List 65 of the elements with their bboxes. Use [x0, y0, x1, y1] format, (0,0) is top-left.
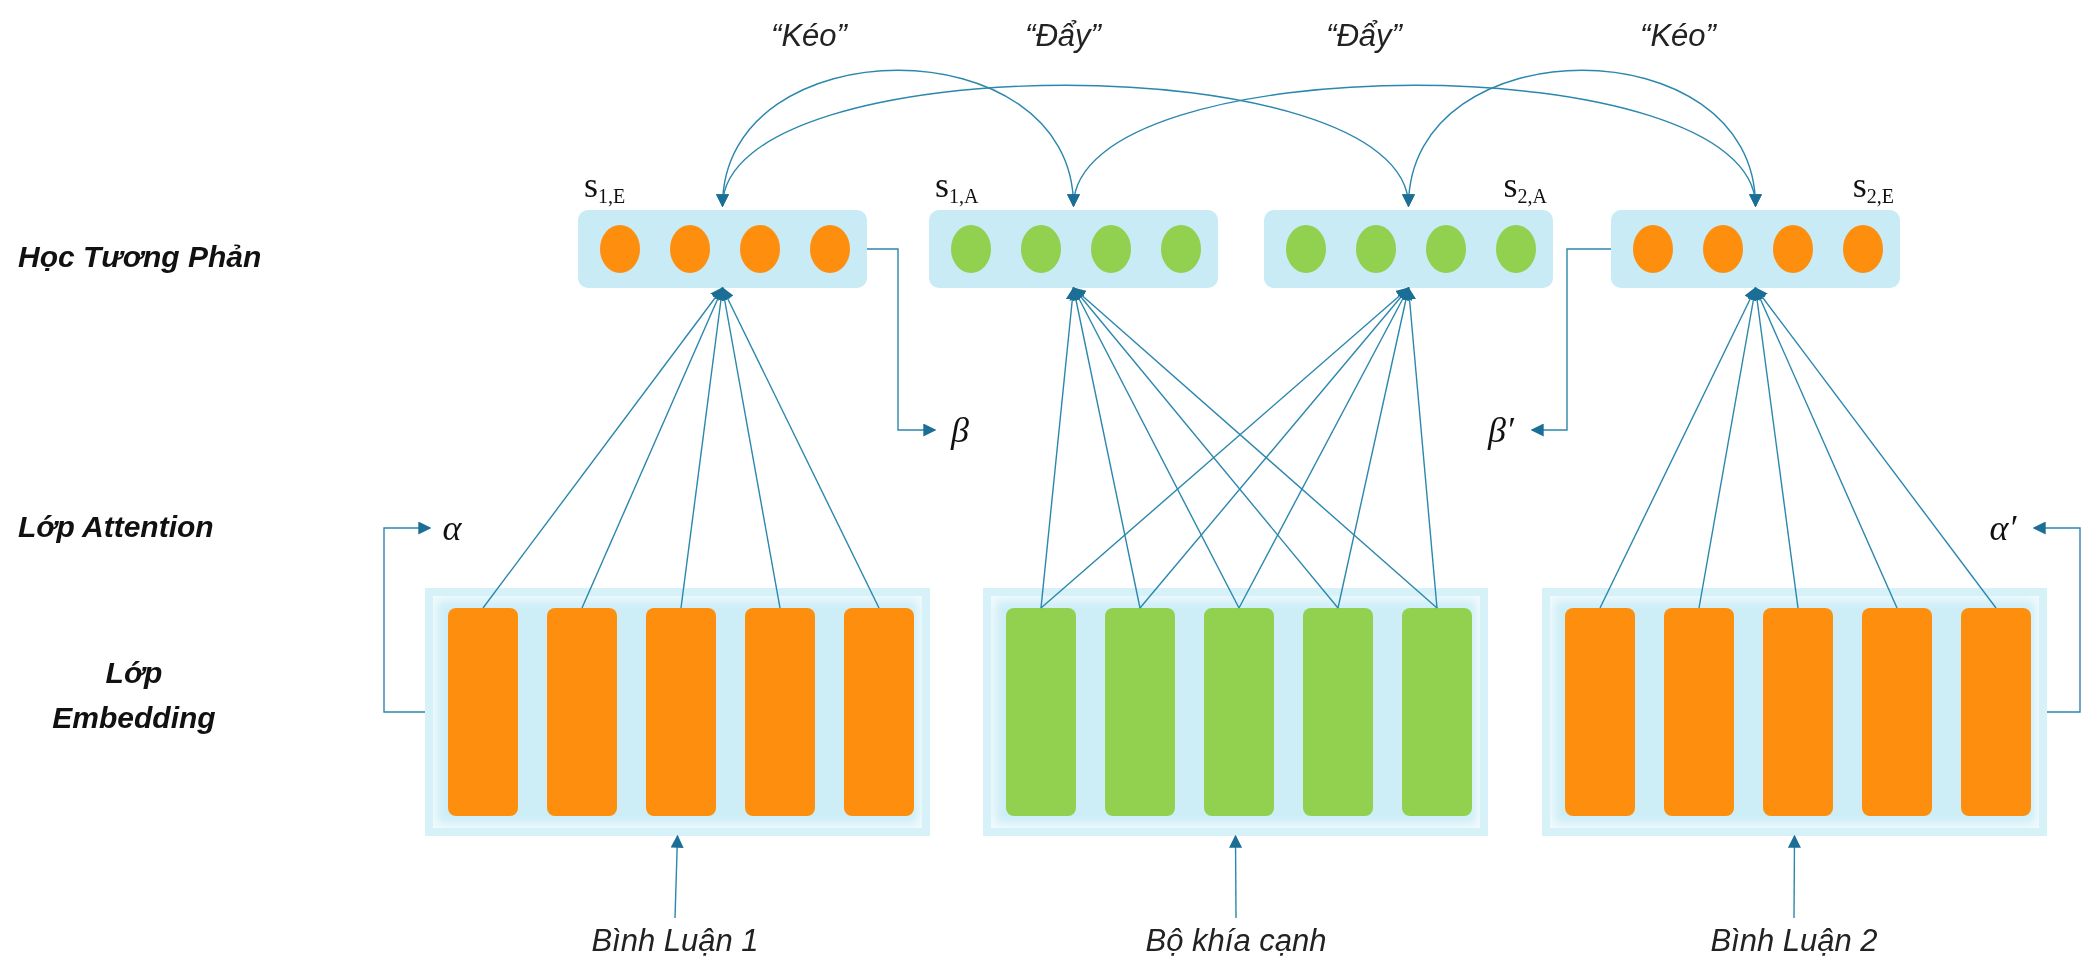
arrow [1599, 286, 1757, 609]
vector-dot [1843, 225, 1883, 273]
embedding-bar [1664, 608, 1734, 816]
vector-dot [1633, 225, 1673, 273]
vector-dot [1161, 225, 1201, 273]
embedding-bar [1402, 608, 1472, 816]
embedding-box [1542, 588, 2047, 836]
arrow [1337, 286, 1413, 609]
weight-symbol: β′ [1470, 405, 1532, 455]
embedding-box [983, 588, 1488, 836]
vector-dot [1703, 225, 1743, 273]
arrow [1229, 834, 1243, 919]
embedding-box [425, 588, 930, 836]
vector-dot [951, 225, 991, 273]
arrow [1754, 286, 1997, 609]
vector-dot [1426, 225, 1466, 273]
input-label: Bình Luận 1 [515, 918, 835, 964]
arrow [383, 521, 432, 713]
arrow [1238, 286, 1410, 609]
vector-dot [740, 225, 780, 273]
embedding-bar [1763, 608, 1833, 816]
vector-dot [1091, 225, 1131, 273]
arrow [1530, 248, 1612, 437]
weight-symbol: α [430, 503, 474, 553]
vector-dot [1496, 225, 1536, 273]
arrow [2032, 521, 2081, 713]
embedding-bar [1862, 608, 1932, 816]
arrow [670, 834, 684, 919]
arrow [1069, 286, 1141, 609]
arrow [1072, 287, 1339, 609]
weight-symbol: α′ [1972, 503, 2034, 553]
embedding-bar [844, 608, 914, 816]
layer-label: Lớp Attention [18, 509, 215, 545]
embedding-bar [745, 608, 815, 816]
embedding-bar [1565, 608, 1635, 816]
vector-dot [1021, 225, 1061, 273]
input-label: Bình Luận 2 [1634, 918, 1954, 964]
embedding-bar [448, 608, 518, 816]
arrow [482, 286, 724, 609]
arrow [1403, 286, 1438, 609]
arrow [1787, 834, 1801, 919]
vector-dot [1773, 225, 1813, 273]
vector-dot [810, 225, 850, 273]
arrow [721, 286, 880, 609]
vector-dot [1356, 225, 1396, 273]
embedding-bar [1105, 608, 1175, 816]
embedding-bar [1961, 608, 2031, 816]
arrow [866, 248, 937, 437]
vector-label: s$_{1,E}$ [584, 167, 626, 206]
vector-label: s$_{2,E}$ [1852, 167, 1894, 206]
arrow [581, 286, 724, 609]
vector-dot [670, 225, 710, 273]
vector-dot [1286, 225, 1326, 273]
embedding-bar [547, 608, 617, 816]
embedding-bar [1303, 608, 1373, 816]
embedding-bar [646, 608, 716, 816]
vector-dot [600, 225, 640, 273]
weight-symbol: β [935, 405, 985, 455]
arrow [1139, 287, 1410, 609]
embedding-bar [1006, 608, 1076, 816]
arrow [1072, 287, 1438, 609]
embedding-bar [1204, 608, 1274, 816]
input-label: Bộ khía cạnh [1076, 918, 1396, 964]
layer-label: Lớp Embedding [51, 655, 217, 736]
layer-label: Học Tương Phản [18, 239, 263, 275]
